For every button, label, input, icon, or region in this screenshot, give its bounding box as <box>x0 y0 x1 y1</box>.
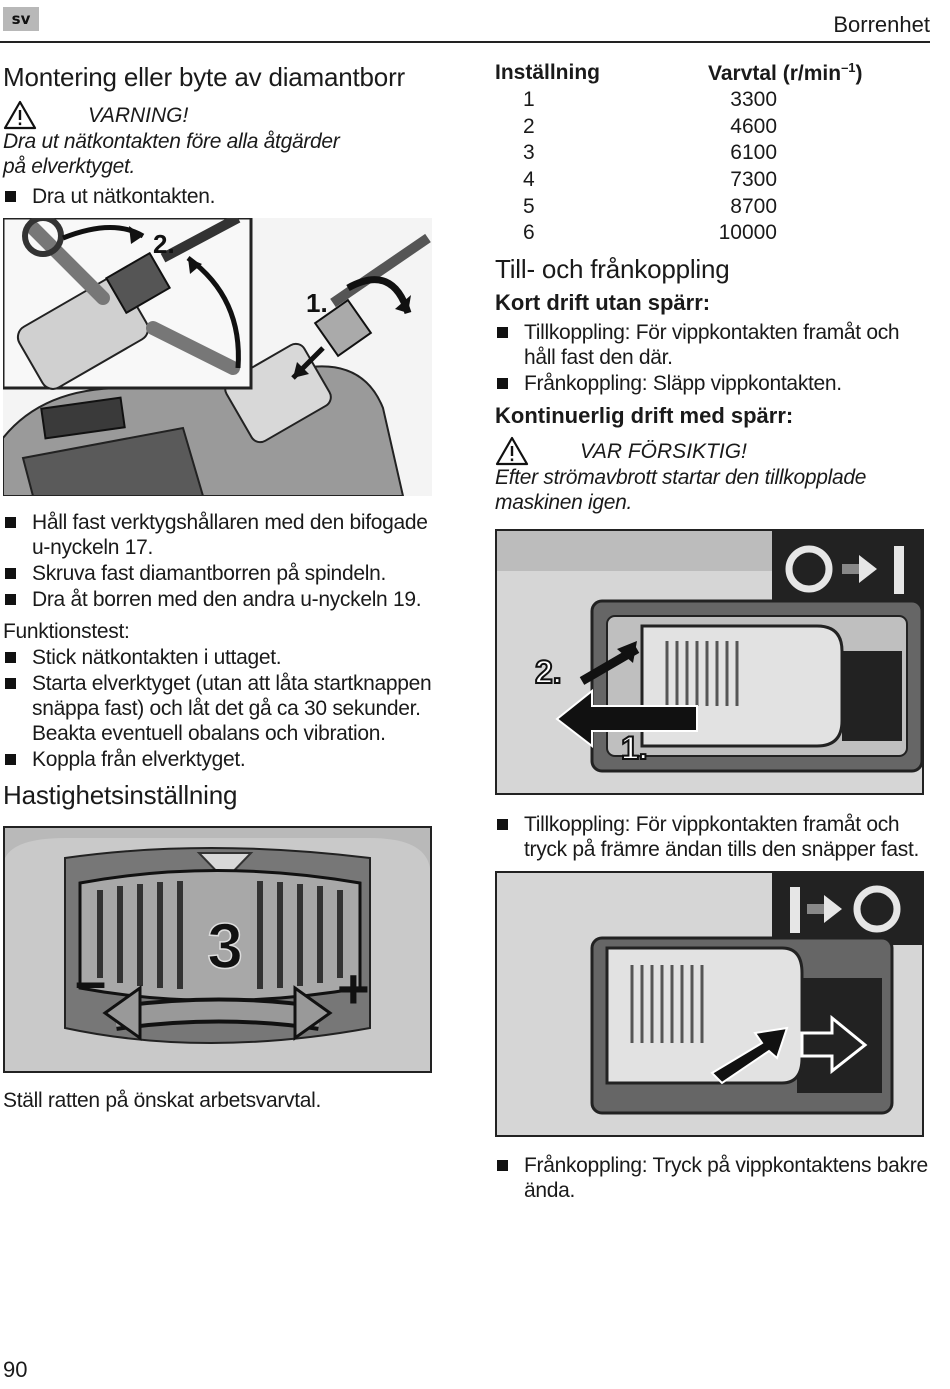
subsection-title-continuous-operation: Kontinuerlig drift med spärr: <box>495 403 794 428</box>
bullet-list-a: Dra ut nätkontakten. <box>3 184 443 210</box>
figure-switch-off <box>495 871 924 1137</box>
language-badge: sv <box>3 7 39 31</box>
caution-text-line2: maskinen igen. <box>495 491 633 514</box>
list-item: Stick nätkontakten i uttaget. <box>3 645 441 670</box>
table-cell-setting: 5 <box>523 194 535 218</box>
speed-table-header-setting: Inställning <box>495 61 600 85</box>
dial-plus-label: + <box>337 957 370 1020</box>
list-item: Starta elverktyget (utan att låta startk… <box>3 671 441 746</box>
switch-off-illustration <box>497 873 922 1135</box>
list-item: Koppla från elverktyget. <box>3 747 441 772</box>
table-cell-setting: 6 <box>523 221 535 245</box>
switch-on-illustration: 2. 1. <box>497 531 922 793</box>
table-cell-setting: 2 <box>523 114 535 138</box>
list-item: Frånkoppling: Tryck på vippkontaktens ba… <box>495 1153 935 1203</box>
warning-text-line2: på elverktyget. <box>3 155 136 178</box>
subsection-title-short-operation: Kort drift utan spärr: <box>495 290 711 315</box>
caution-text-line1: Efter strömavbrott startar den tillkoppl… <box>495 466 867 489</box>
figure-step-1-label: 1. <box>621 730 648 766</box>
bullet-list-c: Stick nätkontakten i uttaget. Starta elv… <box>3 645 441 773</box>
bullet-list-b: Håll fast verktygshållaren med den bifog… <box>3 510 443 613</box>
table-cell-setting: 3 <box>523 141 535 165</box>
figure-step-2-label: 2. <box>535 654 562 690</box>
warning-label: VARNING! <box>88 104 189 127</box>
table-row: 2 4600 <box>495 113 915 140</box>
section-title-mounting: Montering eller byte av diamantborr <box>3 62 405 92</box>
list-item: Dra ut nätkontakten. <box>3 184 443 209</box>
figure-step-2-label: 2. <box>153 229 175 259</box>
table-row: 1 3300 <box>495 87 915 114</box>
speed-dial-illustration: 3 – + <box>5 828 430 1071</box>
header-rule <box>0 41 930 43</box>
bullet-list-e: Tillkoppling: För vippkontakten framåt o… <box>495 812 935 863</box>
table-cell-rpm: 4600 <box>730 114 777 138</box>
table-cell-rpm: 10000 <box>718 221 777 245</box>
function-test-label: Funktionstest: <box>3 620 130 643</box>
table-cell-setting: 1 <box>523 88 535 112</box>
drill-assembly-illustration: 2. 1. <box>3 218 431 496</box>
table-row: 5 8700 <box>495 193 915 220</box>
section-title-speed: Hastighetsinställning <box>3 780 238 810</box>
speed-table: Inställning Varvtal (r/min–1) 1 3300 2 460… <box>495 60 915 247</box>
bullet-list-f: Frånkoppling: Tryck på vippkontaktens ba… <box>495 1153 935 1204</box>
list-item: Frånkoppling: Släpp vippkontakten. <box>495 371 935 396</box>
section-title-switching: Till- och frånkoppling <box>495 254 730 284</box>
table-row: 3 6100 <box>495 140 915 167</box>
table-cell-rpm: 6100 <box>730 141 777 165</box>
table-cell-rpm: 7300 <box>730 168 777 192</box>
caution-label: VAR FÖRSIKTIG! <box>580 440 747 463</box>
figure-speed-dial: 3 – + <box>3 826 432 1073</box>
table-row: 6 10000 <box>495 220 915 247</box>
dial-minus-label: – <box>75 949 106 1012</box>
figure-step-1-label: 1. <box>306 288 328 318</box>
caution-triangle-icon <box>495 436 529 466</box>
list-item: Skruva fast diamantborren på spindeln. <box>3 561 443 586</box>
page-number: 90 <box>3 1357 28 1382</box>
table-cell-setting: 4 <box>523 168 535 192</box>
speed-dial-caption: Ställ ratten på önskat arbetsvarvtal. <box>3 1089 322 1112</box>
bullet-list-d: Tillkoppling: För vippkontakten framåt o… <box>495 320 935 397</box>
list-item: Håll fast verktygshållaren med den bifog… <box>3 510 443 560</box>
header-title: Borrenhet <box>833 12 930 37</box>
table-row: 4 7300 <box>495 167 915 194</box>
figure-switch-on: 2. 1. <box>495 529 924 795</box>
list-item: Dra åt borren med den andra u-nyckeln 19… <box>3 587 443 612</box>
figure-drill-assembly: 2. 1. <box>3 218 432 496</box>
warning-text-line1: Dra ut nätkontakten före alla åtgärder <box>3 130 340 153</box>
table-cell-rpm: 8700 <box>730 194 777 218</box>
table-cell-rpm: 3300 <box>730 88 777 112</box>
warning-triangle-icon <box>3 100 37 130</box>
list-item: Tillkoppling: För vippkontakten framåt o… <box>495 812 935 862</box>
dial-value: 3 <box>207 910 243 982</box>
list-item: Tillkoppling: För vippkontakten framåt o… <box>495 320 935 370</box>
speed-table-header-rpm: Varvtal (r/min–1) <box>708 60 863 86</box>
